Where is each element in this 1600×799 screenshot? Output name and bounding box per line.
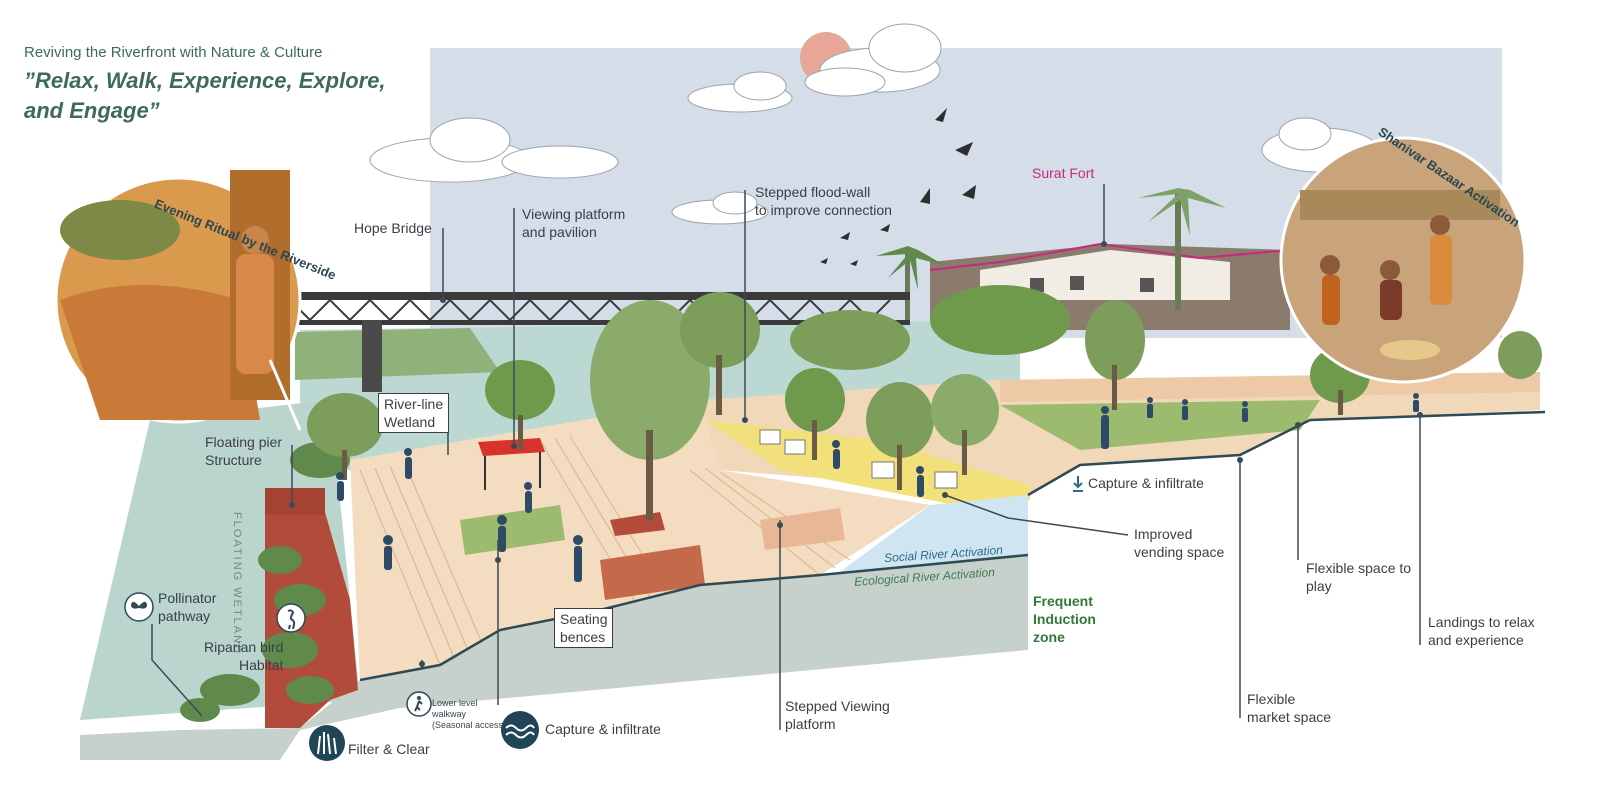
label-seating: Seating bences — [554, 608, 614, 648]
pier-deck — [265, 488, 325, 515]
label-capture-top: Capture & infiltrate — [1088, 475, 1204, 491]
label-filter-clear: Filter & Clear — [348, 741, 430, 757]
label-flexible-play: Flexible space to play — [1306, 560, 1412, 594]
upper-profile-line — [1027, 410, 1546, 497]
label-floating-pier: Floating pier Structure — [205, 434, 283, 468]
label-frequent-induction: Frequent Induction zone — [1033, 593, 1096, 645]
down-arrow-drop-icon — [1073, 476, 1083, 492]
butterfly-icon — [124, 592, 154, 622]
label-stepped-viewing: Stepped Viewing platform — [785, 698, 890, 732]
label-flood-wall: Stepped flood-wall to improve connection — [755, 184, 892, 218]
label-riparian: Riparian bird Habitat — [204, 639, 284, 673]
birds — [820, 108, 976, 266]
label-landings: Landings to relax and experience — [1428, 614, 1535, 648]
label-capture-bottom: Capture & infiltrate — [545, 721, 661, 737]
water-wave-icon — [501, 711, 539, 749]
leader-lines — [151, 184, 1421, 730]
label-lower-walkway: Lower level walkway (Seasonal access) — [432, 698, 507, 730]
label-hope-bridge: Hope Bridge — [354, 220, 432, 236]
lawn-strip — [1000, 400, 1320, 450]
heron-icon — [276, 603, 306, 633]
label-viewing-platform: Viewing platform and pavilion — [522, 206, 626, 240]
far-bank — [295, 328, 500, 380]
people-silhouettes — [336, 393, 1419, 582]
ground-section — [80, 555, 1028, 760]
diagram-quote: ”Relax, Walk, Experience, Explore, and E… — [24, 68, 386, 123]
walker-icon — [406, 691, 432, 717]
hope-bridge — [289, 292, 910, 392]
label-floating-wetland: FLOATING WETLAND — [231, 512, 243, 656]
label-surat-fort: Surat Fort — [1032, 165, 1095, 181]
vignette-left — [54, 170, 302, 431]
diagram-title: Reviving the Riverfront with Nature & Cu… — [24, 44, 323, 61]
social-activation-zone — [840, 495, 1028, 572]
vendor-stalls — [759, 429, 958, 489]
clouds — [369, 23, 1379, 225]
vignette-right — [1279, 136, 1527, 384]
label-flexible-market: Flexible market space — [1247, 691, 1332, 725]
leader-dots — [289, 241, 1423, 667]
label-improved-vending: Improved vending space — [1134, 526, 1225, 560]
planters — [460, 505, 845, 600]
reeds-icon — [309, 725, 345, 761]
terraced-deck — [350, 400, 930, 680]
label-river-wetland: River-line Wetland — [378, 393, 450, 433]
wetland-plants — [180, 442, 350, 722]
label-pollinator: Pollinator pathway — [158, 590, 217, 624]
